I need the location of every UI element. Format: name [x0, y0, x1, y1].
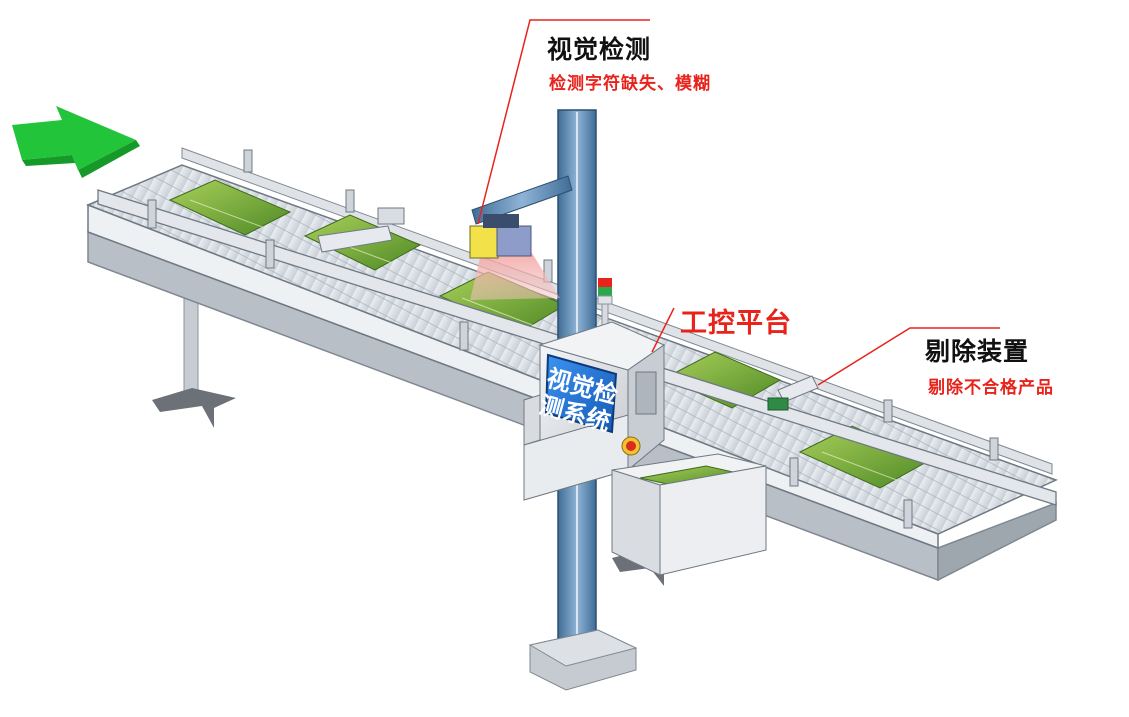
camera-light-beam: [470, 250, 560, 300]
rejection-device-subtitle: 剔除不合格产品: [928, 378, 1054, 398]
camera-icon: [469, 214, 532, 259]
control-platform-title: 工控平台: [680, 308, 792, 339]
back-guard-rail: [181, 147, 1053, 475]
flow-arrow-icon: [12, 106, 140, 178]
left-support-leg: [152, 279, 236, 428]
position-sensor: [317, 207, 405, 253]
leader-lines: [477, 19, 1000, 386]
camera-arm: [471, 175, 573, 225]
emergency-stop-icon: [621, 436, 641, 456]
reject-bin: [611, 453, 767, 576]
vision-inspection-subtitle: 检测字符缺失、模糊: [549, 74, 711, 94]
vision-inspection-title: 视觉检测: [547, 35, 652, 64]
rejection-device-title: 剔除装置: [925, 337, 1030, 366]
control-cabinet: [523, 321, 666, 501]
rejection-device-icon: [767, 375, 819, 411]
